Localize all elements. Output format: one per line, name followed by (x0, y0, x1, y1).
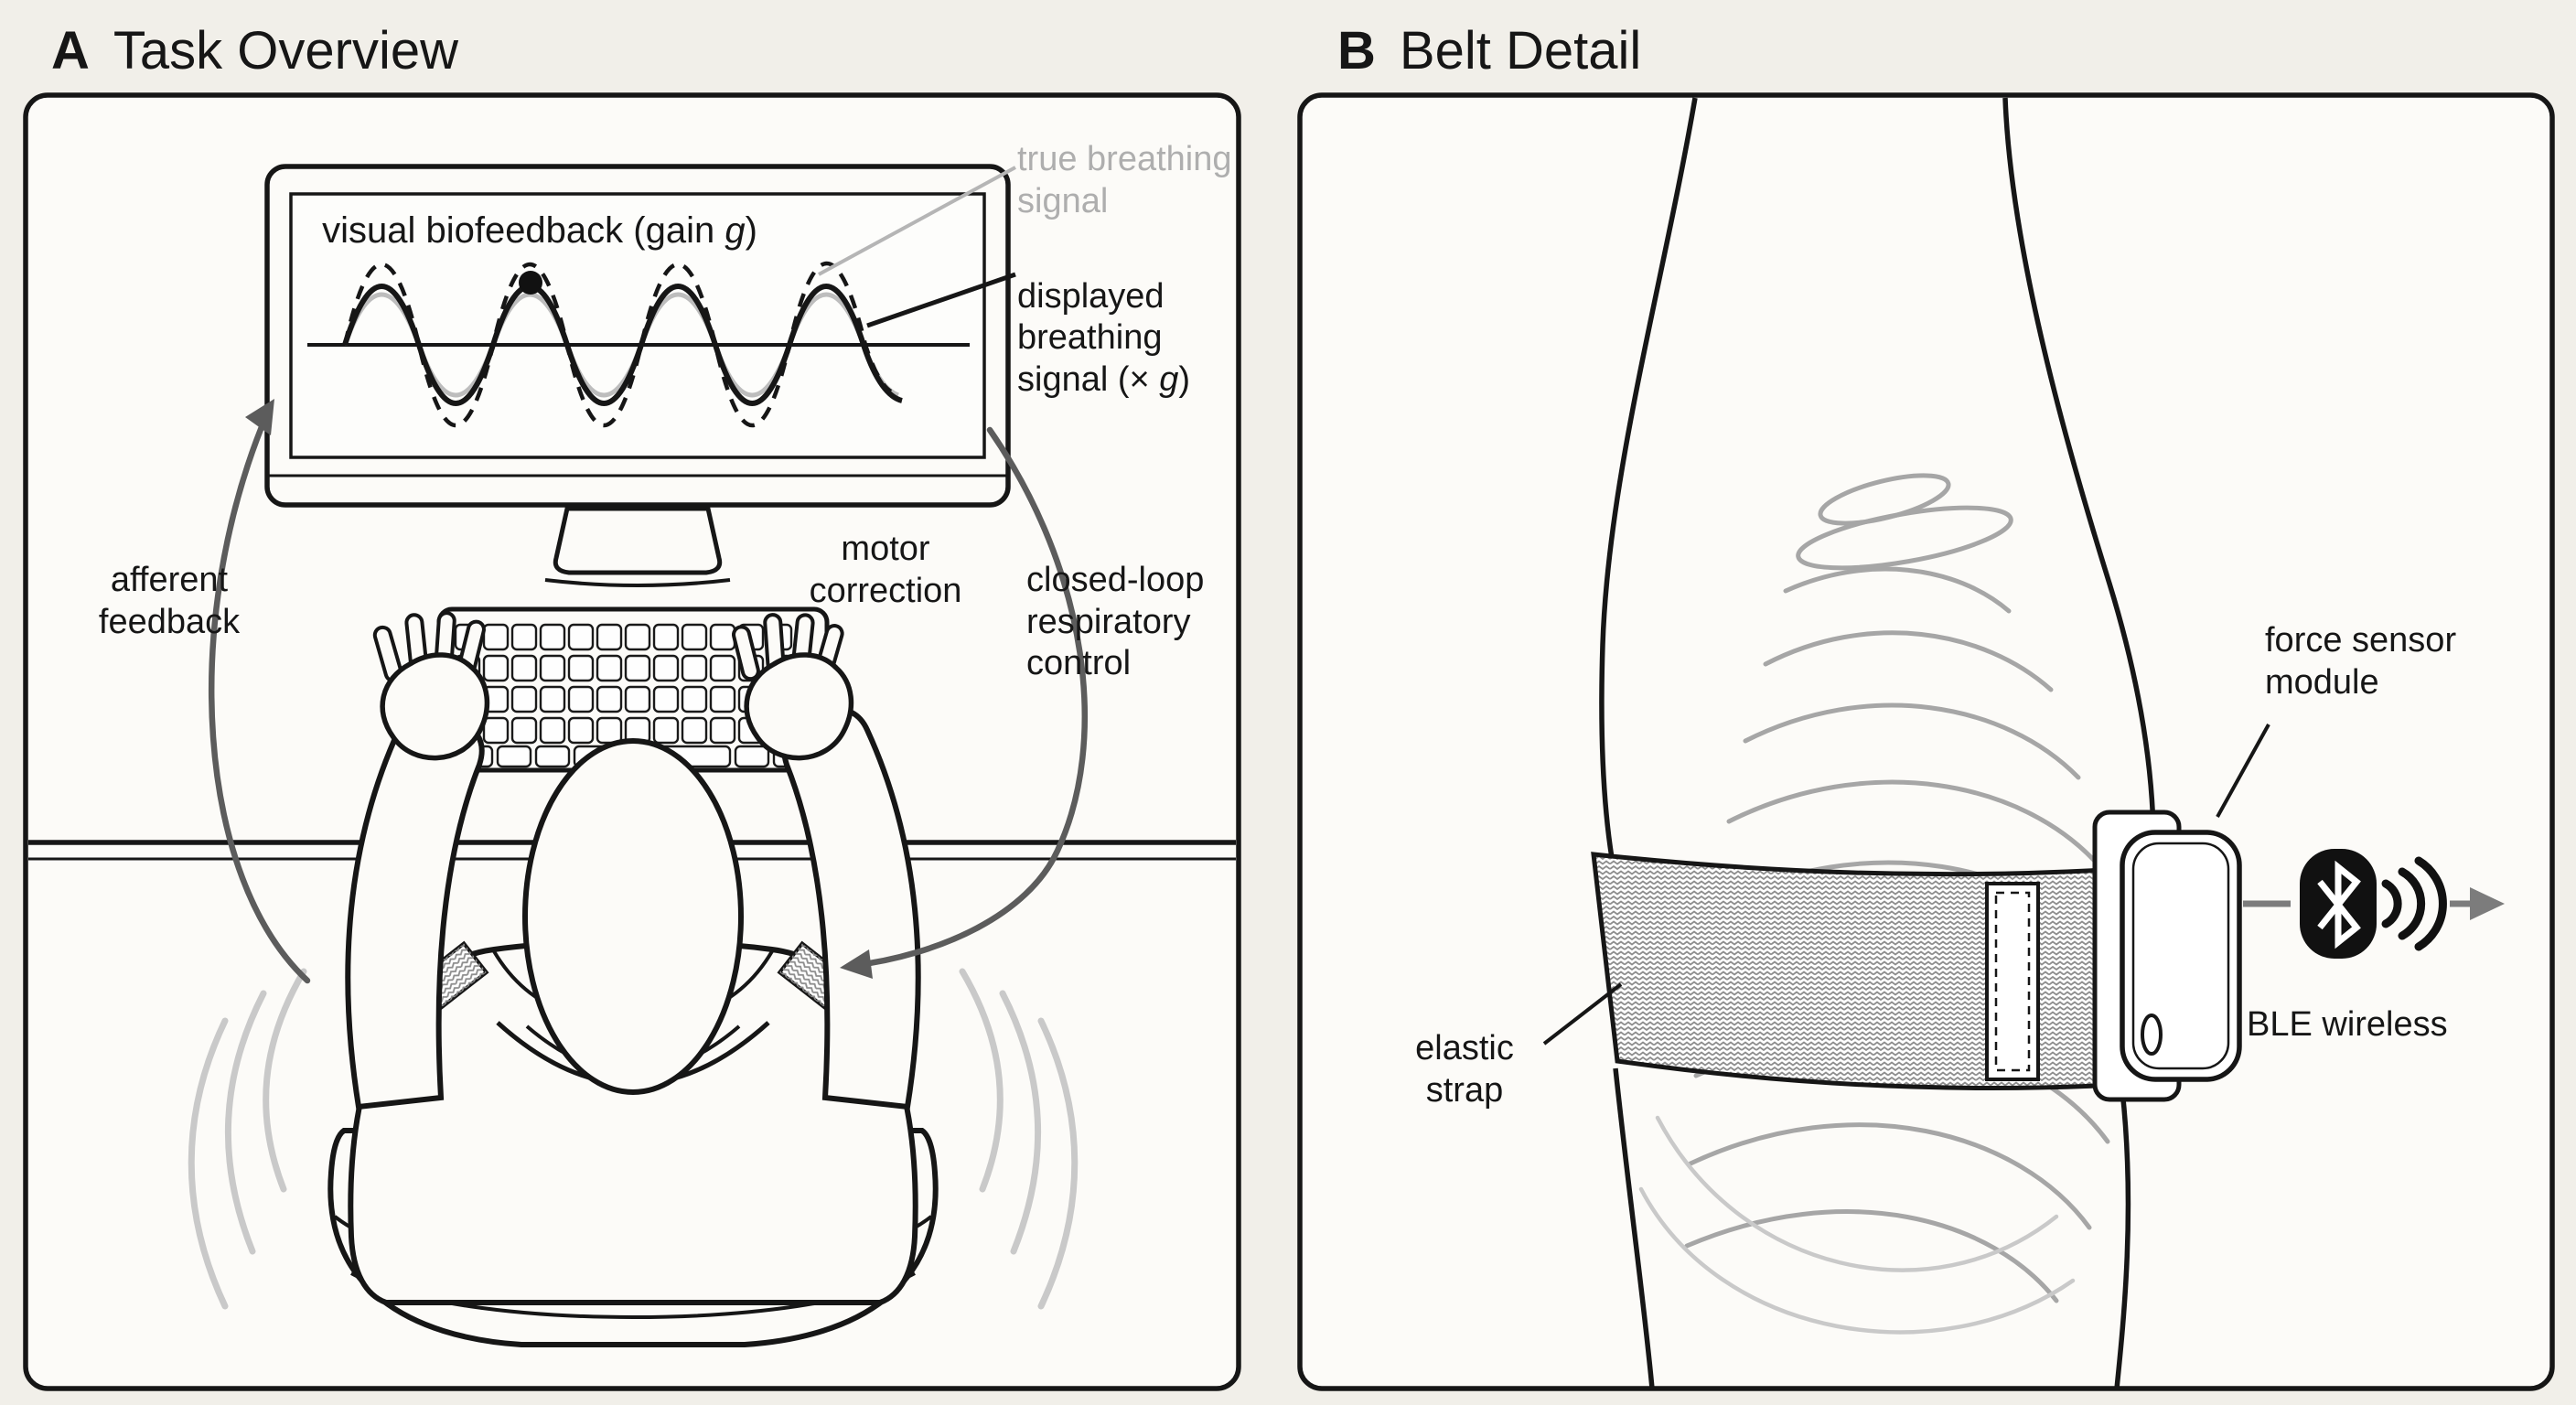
sensor-led (2141, 1014, 2163, 1056)
elastic-strap-leader-line (1542, 982, 1623, 1046)
right-arm (732, 613, 921, 1110)
displayed-breathing-wave-dashed (342, 262, 893, 427)
torso-side-view (1599, 97, 2156, 1389)
ble-wireless-label: BLE wireless (2247, 1005, 2448, 1044)
body-outline-front (2002, 97, 2156, 831)
left-hand (372, 611, 490, 761)
ble-wireless-graphic (2243, 849, 2505, 959)
biofeedback-plot (307, 262, 970, 427)
breathing-motion-lines-right (959, 968, 1079, 1310)
monitor-stand (553, 506, 723, 575)
panel-a-letter: A (51, 21, 90, 80)
monitor (264, 164, 1011, 587)
person (188, 611, 1079, 1347)
motor-correction-label: motor correction (809, 530, 962, 610)
force-sensor-module (2092, 810, 2242, 1102)
force-sensor-label: force sensor module (2265, 621, 2457, 702)
arrow-down-icon (840, 949, 873, 979)
head (522, 738, 744, 1095)
feedback-loop-arrow-right (840, 426, 1089, 979)
hip-contours (1638, 1115, 2076, 1335)
panel-b-letter: B (1337, 21, 1376, 80)
left-arm (345, 611, 490, 1110)
feedback-cursor-wave (342, 284, 903, 406)
true-signal-label: true breathing signal (1017, 140, 1232, 220)
true-signal-leader-line (818, 166, 1016, 276)
breathing-motion-lines-left (188, 968, 307, 1310)
bluetooth-icon (2300, 849, 2377, 959)
arrow-up-icon (245, 399, 274, 435)
displayed-signal-leader-line (866, 272, 1016, 328)
belt (1591, 810, 2242, 1102)
panel-b-frame (1297, 92, 2555, 1391)
afferent-feedback-label: afferent feedback (98, 561, 241, 641)
sensor-housing (2120, 830, 2242, 1082)
force-sensor-leader-line (2216, 724, 2270, 818)
right-hand (732, 613, 854, 761)
cursor-dot (519, 271, 542, 295)
body-outline-back (1599, 97, 1698, 859)
screen-title: visual biofeedback (gain g) (322, 210, 757, 251)
signal-waves-icon (2381, 856, 2447, 951)
elastic-strap-label: elastic strap (1415, 1029, 1514, 1110)
closed-loop-label: closed-loop respiratory control (1026, 561, 1205, 683)
displayed-signal-label: displayed breathing signal (× g) (1017, 276, 1191, 399)
feedback-loop-arrow-left (209, 399, 311, 984)
velcro-patch (1985, 882, 2040, 1081)
arrow-right-icon (2470, 887, 2505, 920)
